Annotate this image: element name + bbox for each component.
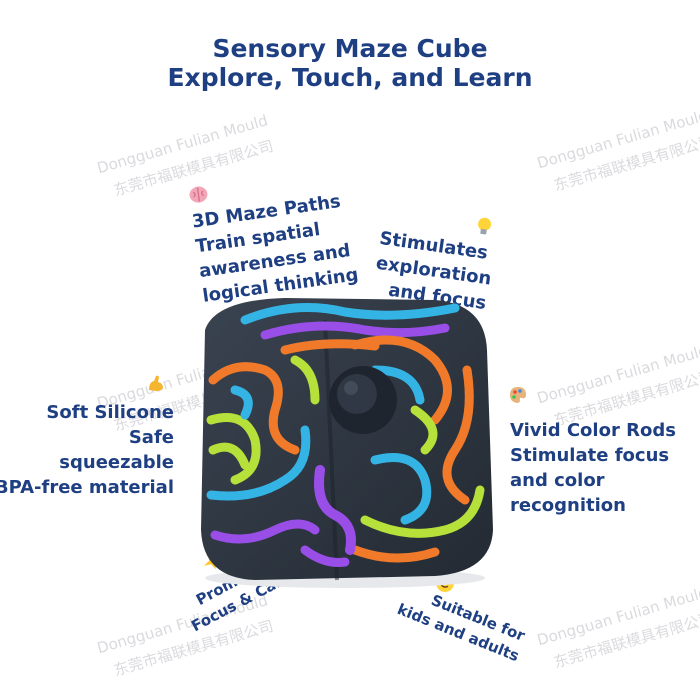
palette-icon bbox=[510, 387, 526, 403]
feature-maze-paths: 3D Maze Paths Train spatial awareness an… bbox=[188, 170, 360, 307]
color-rods-line-1: Vivid Color Rods bbox=[510, 420, 676, 441]
silicone-line-1: Soft Silicone bbox=[46, 402, 174, 423]
silicone-line-4: BPA-free material bbox=[0, 477, 174, 498]
watermark: Dongguan Fulian Mould 东莞市福联模具有限公司 bbox=[535, 106, 700, 198]
title-line-1: Sensory Maze Cube bbox=[212, 34, 488, 63]
feature-silicone: Soft Silicone Safe squeezable BPA-free m… bbox=[0, 400, 174, 500]
feature-color-rods: Vivid Color Rods Stimulate focus and col… bbox=[510, 418, 676, 518]
brain-icon bbox=[189, 186, 208, 203]
color-rods-line-2: Stimulate focus bbox=[510, 445, 670, 466]
feature-stimulates: Stimulates exploration and focus bbox=[373, 214, 499, 314]
watermark: Dongguan Fulian Mould 东莞市福联模具有限公司 bbox=[535, 583, 700, 675]
maze-cube-image bbox=[201, 298, 493, 588]
color-rods-line-3: and color bbox=[510, 470, 605, 491]
title-line-2: Explore, Touch, and Learn bbox=[167, 63, 533, 92]
color-rods-line-4: recognition bbox=[510, 495, 626, 516]
flexed-arm-icon bbox=[149, 375, 163, 391]
page-title: Sensory Maze Cube Explore, Touch, and Le… bbox=[0, 34, 700, 92]
silicone-line-2: Safe bbox=[128, 427, 174, 448]
lightbulb-icon bbox=[478, 217, 492, 235]
silicone-line-3: squeezable bbox=[59, 452, 174, 473]
